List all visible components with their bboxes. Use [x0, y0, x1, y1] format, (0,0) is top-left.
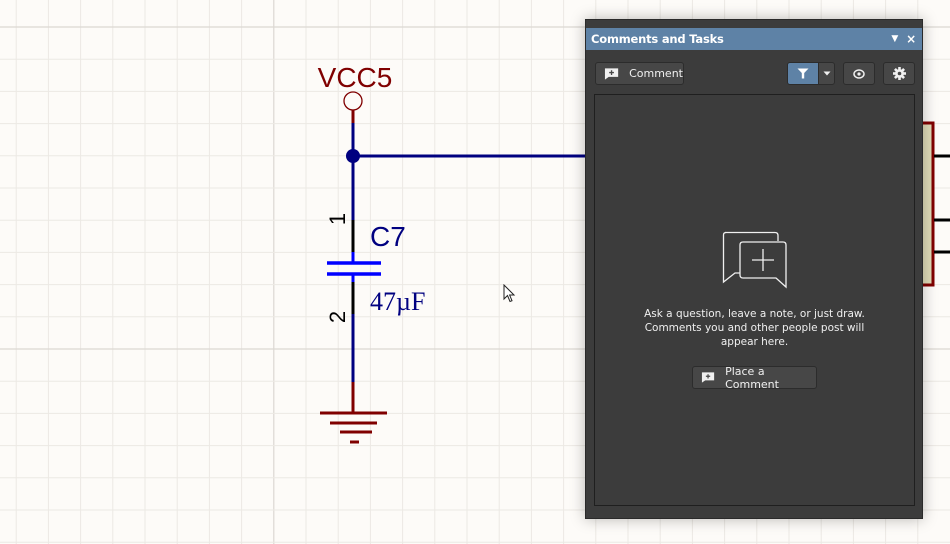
place-comment-label: Place a Comment — [725, 364, 779, 391]
settings-button[interactable] — [883, 62, 915, 85]
filter-button[interactable] — [787, 62, 819, 85]
panel-titlebar[interactable]: Comments and Tasks ▼ × — [586, 28, 922, 50]
eye-icon — [853, 68, 865, 79]
filter-icon — [797, 68, 809, 79]
comments-empty-icon — [722, 231, 787, 289]
partial-component[interactable] — [918, 121, 950, 287]
place-comment-button[interactable]: Place a Comment — [692, 364, 817, 391]
panel-title: Comments and Tasks — [591, 32, 724, 46]
add-comment-button[interactable]: Comment — [595, 62, 684, 85]
ground-symbol[interactable] — [320, 382, 387, 444]
gear-icon — [892, 67, 906, 80]
power-port-vcc5[interactable]: VCC5 — [318, 62, 393, 124]
chevron-down-icon — [823, 71, 830, 76]
filter-dropdown-button[interactable] — [818, 62, 835, 85]
wires[interactable] — [346, 123, 600, 383]
value-label[interactable]: 47µF — [370, 287, 425, 316]
comment-plus-icon — [604, 67, 619, 80]
empty-state-line: Comments you and other people post will — [644, 322, 865, 334]
empty-state-line: Ask a question, leave a note, or just dr… — [644, 308, 865, 320]
close-icon[interactable]: × — [906, 32, 916, 46]
empty-state-message: Ask a question, leave a note, or just dr… — [595, 307, 914, 349]
junction-dot — [346, 149, 360, 163]
power-net-label: VCC5 — [318, 62, 393, 93]
pin-1-number: 1 — [325, 213, 350, 225]
comments-and-tasks-panel: Comments and Tasks ▼ × Comment — [585, 19, 923, 519]
visibility-button[interactable] — [843, 62, 875, 85]
comment-plus-icon — [701, 372, 715, 383]
dropdown-icon[interactable]: ▼ — [891, 34, 899, 44]
designator-label[interactable]: C7 — [370, 221, 406, 252]
empty-state-line: appear here. — [720, 336, 789, 348]
capacitor-c7[interactable]: 1 2 C7 47µF — [325, 213, 425, 323]
power-port-circle — [343, 91, 363, 111]
mouse-cursor-icon — [503, 284, 516, 303]
comment-button-label: Comment — [629, 67, 683, 80]
pin-2-number: 2 — [325, 311, 350, 323]
comments-list-area[interactable]: Ask a question, leave a note, or just dr… — [594, 94, 915, 506]
